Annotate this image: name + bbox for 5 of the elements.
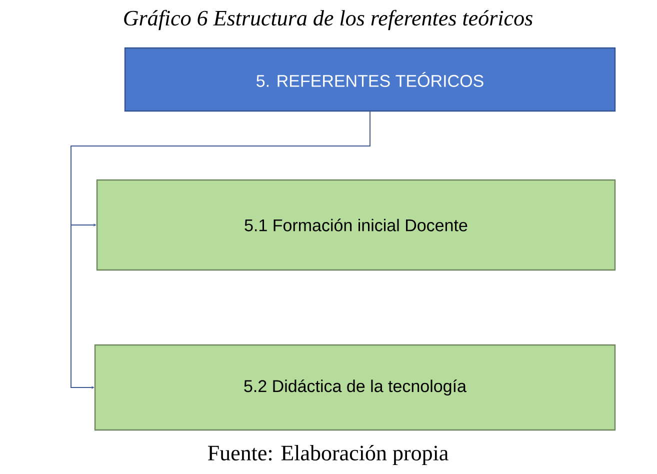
figure-title: Gráfico 6 Estructura de los referentes teóricos (124, 10, 532, 30)
section-box: 5. REFERENTES TEÓRICOS (124, 47, 616, 112)
figure-caption: Fuente: Elaboración propia (208, 445, 448, 465)
section-box: 5.1 Formación inicial Docente (96, 179, 616, 271)
section-box: 5.2 Didáctica de la tecnología (94, 344, 616, 431)
